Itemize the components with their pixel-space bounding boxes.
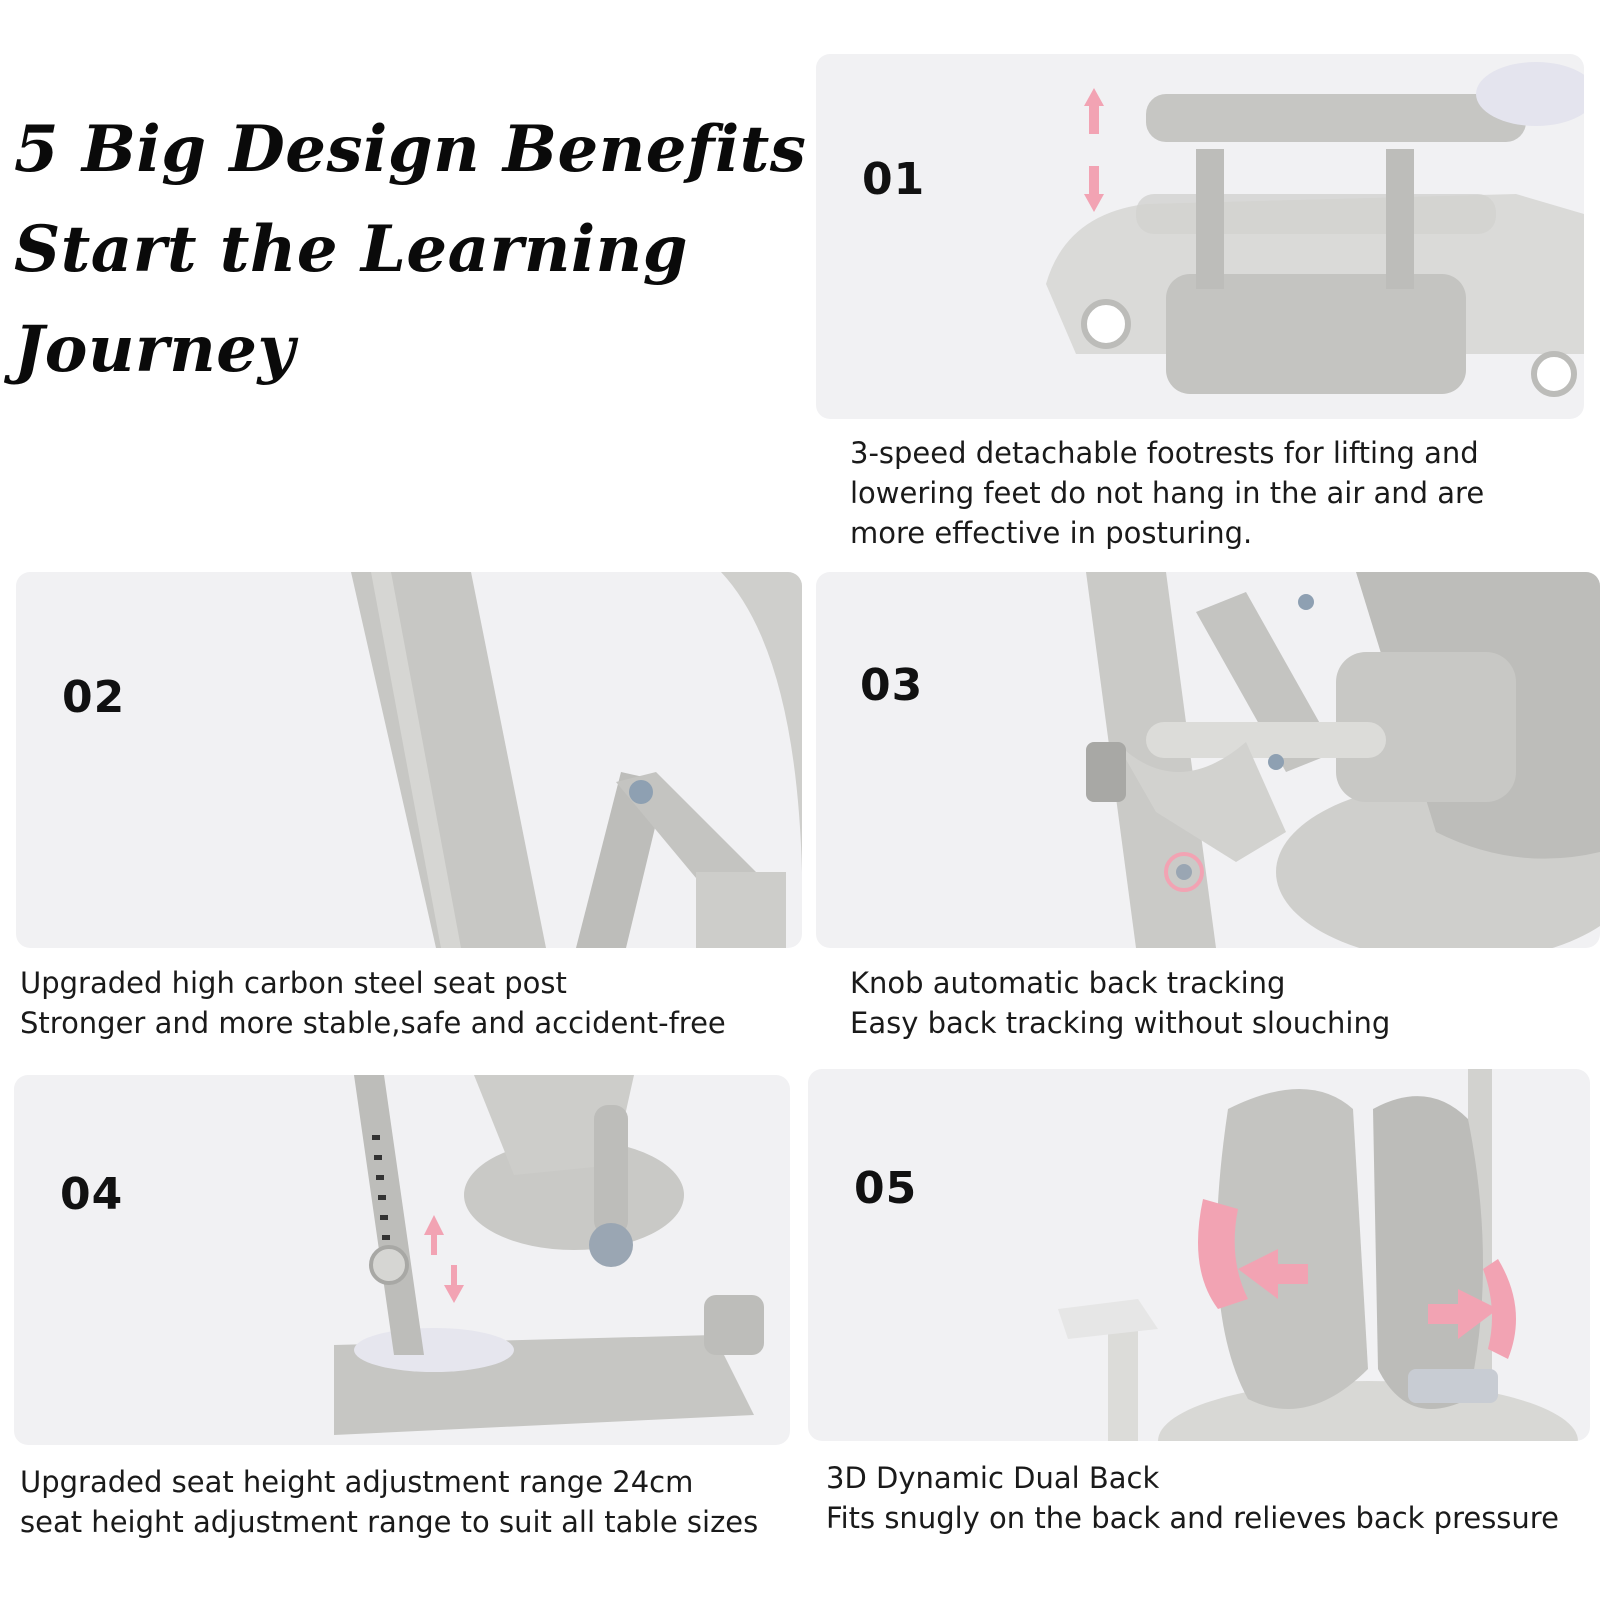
benefit-01-number: 01 <box>862 154 926 205</box>
benefit-01-image: 01 <box>816 54 1584 419</box>
benefit-05-caption-line-2: Fits snugly on the back and relieves bac… <box>826 1501 1559 1535</box>
benefit-02-caption-line-2: Stronger and more stable,safe and accide… <box>20 1006 726 1040</box>
footrest-illustration <box>1046 62 1584 397</box>
benefit-02-caption: Upgraded high carbon steel seat post Str… <box>20 963 726 1043</box>
headline-line-2: Start the Learning <box>14 212 688 287</box>
benefit-05-caption-line-1: 3D Dynamic Dual Back <box>826 1461 1160 1495</box>
benefit-01-caption-line-2: lowering feet do not hang in the air and… <box>850 476 1485 510</box>
benefit-03-caption-line-2: Easy back tracking without slouching <box>850 1006 1391 1040</box>
benefit-03-caption-line-1: Knob automatic back tracking <box>850 966 1286 1000</box>
benefit-05-caption: 3D Dynamic Dual Back Fits snugly on the … <box>826 1458 1559 1538</box>
benefit-01-caption-line-1: 3-speed detachable footrests for lifting… <box>850 436 1479 470</box>
dual-back-illustration <box>1058 1069 1578 1441</box>
benefit-03-image: 03 <box>816 572 1600 948</box>
headline-line-3: Journey <box>14 312 296 387</box>
benefit-03-caption: Knob automatic back tracking Easy back t… <box>850 963 1390 1043</box>
back-knob-illustration <box>1086 572 1600 948</box>
benefit-05-number: 05 <box>854 1163 918 1214</box>
benefit-03-number: 03 <box>860 660 924 711</box>
headline-line-1: 5 Big Design Benefits <box>14 112 807 187</box>
benefit-04-number: 04 <box>60 1169 124 1220</box>
benefit-05-image: 05 <box>808 1069 1590 1441</box>
benefit-04-image: 04 <box>14 1075 790 1445</box>
benefit-04-caption: Upgraded seat height adjustment range 24… <box>20 1462 758 1542</box>
headline: 5 Big Design Benefits Start the Learning… <box>14 100 807 400</box>
benefit-02-number: 02 <box>62 672 126 723</box>
seat-height-illustration <box>334 1075 764 1435</box>
benefit-01-caption: 3-speed detachable footrests for lifting… <box>850 433 1484 553</box>
benefit-04-caption-line-1: Upgraded seat height adjustment range 24… <box>20 1465 694 1499</box>
benefit-01-caption-line-3: more effective in posturing. <box>850 516 1253 550</box>
benefit-02-image: 02 <box>16 572 802 948</box>
benefit-04-caption-line-2: seat height adjustment range to suit all… <box>20 1505 759 1539</box>
benefit-02-caption-line-1: Upgraded high carbon steel seat post <box>20 966 567 1000</box>
seat-post-illustration <box>351 572 802 948</box>
